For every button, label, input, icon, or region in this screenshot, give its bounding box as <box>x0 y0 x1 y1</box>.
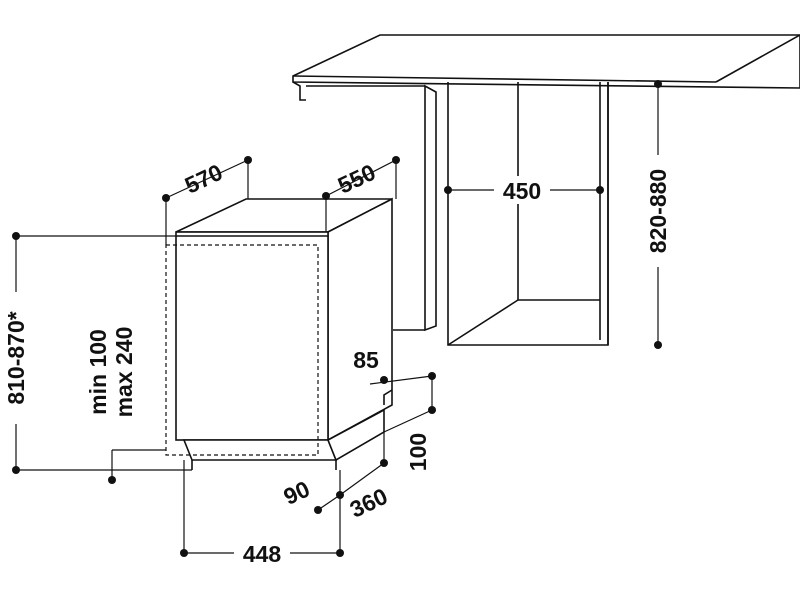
label-plinth-depth: 360 <box>346 483 392 523</box>
left-side-panel <box>424 84 437 332</box>
appliance-front <box>175 231 329 441</box>
label-niche-width: 450 <box>503 178 541 204</box>
worktop <box>292 34 800 89</box>
appliance-side <box>327 197 393 442</box>
label-door-offset: 85 <box>353 347 379 373</box>
label-plinth-height: 100 <box>405 433 431 471</box>
cabinet-niche <box>292 34 800 346</box>
label-plinth-offset: 90 <box>280 476 314 510</box>
niche-back <box>447 82 609 346</box>
label-plinth-max: max 240 <box>111 327 137 418</box>
label-niche-height: 820-880 <box>645 169 671 253</box>
label-appliance-depth-inner: 550 <box>334 159 380 199</box>
label-appliance-width: 448 <box>243 541 282 567</box>
dishwasher-appliance <box>165 197 393 470</box>
plinth-envelope-dashed <box>165 244 319 456</box>
dimension-lines <box>12 80 662 557</box>
label-appliance-height: 810-870* <box>3 311 29 404</box>
label-plinth-min: min 100 <box>85 329 111 415</box>
appliance-plinth <box>182 439 338 461</box>
label-appliance-depth: 570 <box>181 159 227 199</box>
